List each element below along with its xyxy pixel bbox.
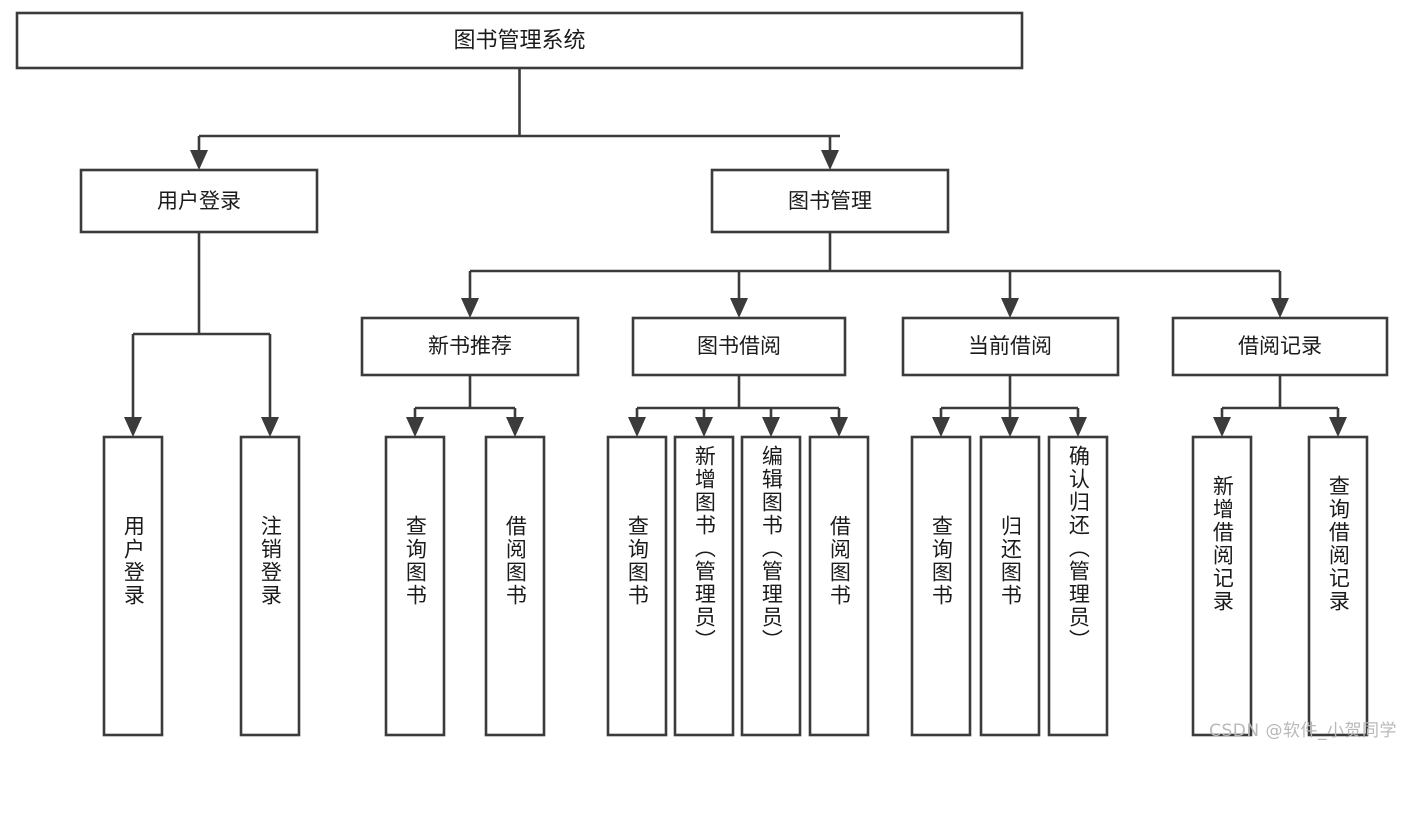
leaf-edit-book-admin-rect[interactable] [740,435,802,737]
node-book-management-system[interactable]: 图书管理系统 [15,11,1024,70]
node-label: 当前借阅 [968,334,1052,358]
arrowhead-leaf-query-borrow-record [1329,417,1347,437]
leaf-query-book-2-rect[interactable] [606,435,668,737]
leaf-query-borrow-record-rect[interactable] [1307,435,1369,737]
leaf-user-login-rect[interactable] [102,435,164,737]
arrowhead-book-borrow [730,298,748,318]
arrowhead-leaf-logout [261,417,279,437]
leaf-box-layer [102,435,1369,737]
diagram-canvas: 图书管理系统 用户登录 图书管理 新书推荐 图书借阅 当前借阅 借阅记录 [15,11,1389,737]
node-box-rect [15,11,1024,70]
node-box-rect [79,168,319,234]
node-box-rect [631,316,847,377]
leaf-query-book-1-rect[interactable] [384,435,446,737]
node-book-management[interactable]: 图书管理 [710,168,950,234]
connector-layer [124,68,1347,437]
node-label: 图书管理系统 [453,29,585,54]
arrowhead-leaf-borrow-book-1 [506,417,524,437]
functional-structure-diagram: 图书管理系统 用户登录 图书管理 新书推荐 图书借阅 当前借阅 借阅记录 [15,11,1397,741]
node-label: 用户登录 [157,189,241,213]
arrowhead-leaf-edit-book-admin [762,417,780,437]
node-new-book-recommend[interactable]: 新书推荐 [360,316,580,377]
node-current-borrow[interactable]: 当前借阅 [901,316,1120,377]
arrowhead-leaf-user-login [124,417,142,437]
arrowhead-leaf-borrow-book-2 [830,417,848,437]
arrowhead-current-borrow [1001,298,1019,318]
arrowhead-leaf-return-book [1001,417,1019,437]
node-borrow-record[interactable]: 借阅记录 [1171,316,1389,377]
node-box-rect [1171,316,1389,377]
node-book-borrow[interactable]: 图书借阅 [631,316,847,377]
node-label: 图书管理 [788,189,872,213]
leaf-borrow-book-1-rect[interactable] [484,435,546,737]
arrowhead-borrow-record [1271,298,1289,318]
node-label: 新书推荐 [428,334,512,358]
node-box-rect [901,316,1120,377]
leaf-query-book-3-rect[interactable] [910,435,972,737]
arrowhead-book-management [821,150,839,170]
arrowhead-leaf-query-book-2 [628,417,646,437]
node-label: 借阅记录 [1238,334,1322,358]
node-label: 图书借阅 [697,334,781,358]
arrowhead-leaf-query-book-1 [406,417,424,437]
arrowhead-leaf-confirm-return-admin [1069,417,1087,437]
leaf-add-book-admin-rect[interactable] [673,435,735,737]
node-user-login[interactable]: 用户登录 [79,168,319,234]
arrowhead-leaf-query-book-3 [932,417,950,437]
node-box-rect [360,316,580,377]
leaf-confirm-return-admin-rect[interactable] [1047,435,1109,737]
leaf-add-borrow-record-rect[interactable] [1191,435,1253,737]
arrowhead-leaf-add-book-admin [695,417,713,437]
arrowhead-leaf-add-borrow-record [1213,417,1231,437]
leaf-logout-rect[interactable] [239,435,301,737]
leaf-borrow-book-2-rect[interactable] [808,435,870,737]
arrowhead-user-login [190,150,208,170]
node-box-rect [710,168,950,234]
leaf-return-book-rect[interactable] [979,435,1041,737]
csdn-watermark: CSDN @软件_小贺同学 [1209,721,1397,741]
arrowhead-new-book-recommend [461,298,479,318]
